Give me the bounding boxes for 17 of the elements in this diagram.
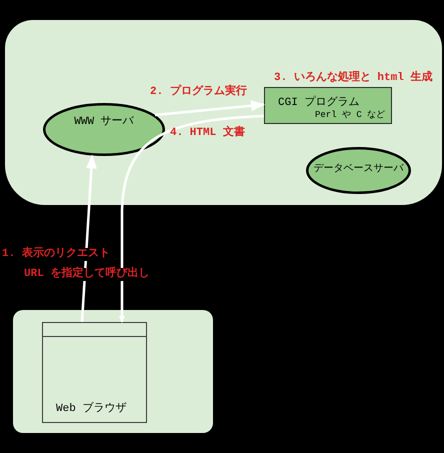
node-note: Perl や C など [315, 110, 386, 120]
rounded-panel [13, 310, 213, 433]
node-label: Web ブラウザ [56, 404, 126, 415]
node-title: CGI プログラム [278, 98, 360, 109]
arrow [119, 114, 264, 323]
browser-window [42, 322, 147, 423]
node-label: WWW サーバ [74, 116, 134, 128]
process-box [264, 87, 392, 124]
ellipse [43, 103, 165, 156]
ellipse [306, 147, 411, 194]
rounded-panel [5, 20, 442, 205]
node-label: データベースサーバ [314, 165, 404, 175]
arrow [154, 100, 265, 116]
edge-label: 2. プログラム実行 [150, 87, 247, 98]
step-note: URL を指定して呼び出し [22, 268, 152, 280]
edge-label: 4. HTML 文書 [170, 128, 245, 139]
step-label: 3. いろんな処理と html 生成 [274, 73, 432, 84]
